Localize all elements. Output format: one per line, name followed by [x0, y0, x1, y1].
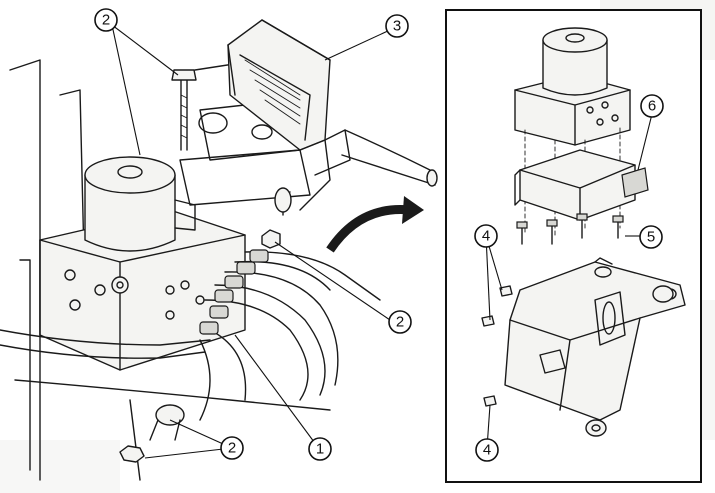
callout-4-bottom: 4: [475, 438, 499, 462]
abs-unit-installed-view: [0, 19, 438, 481]
callout-3-label: 3: [393, 18, 401, 35]
callout-2-bottom: 2: [220, 436, 244, 460]
callout-2-top-label: 2: [102, 12, 110, 29]
callout-5-label: 5: [647, 229, 655, 246]
callout-6: 6: [640, 94, 664, 118]
callout-2-mid: 2: [388, 310, 412, 334]
leader-lines: [111, 24, 653, 459]
callout-2-bottom-label: 2: [228, 440, 236, 457]
callout-1: 1: [308, 437, 332, 461]
exploded-view-panel: [445, 9, 702, 483]
callout-2-top: 2: [94, 8, 118, 32]
screws: [516, 213, 624, 245]
callout-2-mid-label: 2: [396, 314, 404, 331]
callout-6-label: 6: [648, 98, 656, 115]
callout-1-label: 1: [316, 441, 324, 458]
callout-4-bottom-label: 4: [483, 442, 491, 459]
callout-4-top: 4: [474, 224, 498, 248]
callout-5: 5: [639, 225, 663, 249]
callout-4-top-label: 4: [482, 228, 490, 245]
callout-3: 3: [385, 14, 409, 38]
